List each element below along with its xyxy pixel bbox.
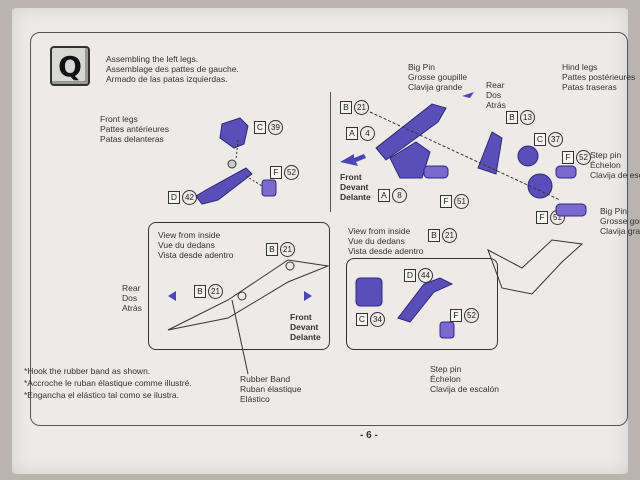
hind-legs-es: Patas traseras [562, 82, 617, 92]
rear-top-es: Atrás [486, 100, 506, 110]
arrow-icon [168, 92, 474, 301]
big-pin-right-en: Big Pin [600, 206, 627, 216]
note-fr: *Accroche le ruban élastique comme illus… [24, 378, 192, 388]
front-inset-fr: Devant [290, 322, 319, 332]
step-letter: Q [58, 50, 82, 83]
front-mid-en: Front [340, 172, 362, 182]
page-number: - 6 - [360, 430, 378, 441]
front-inset-es: Delante [290, 332, 321, 342]
rear-top-fr: Dos [486, 90, 502, 100]
hind-leg-parts-icon [369, 103, 587, 217]
inside-view-left-en: View from inside [158, 230, 221, 240]
inside-view-right-es: Vista desde adentro [348, 246, 424, 256]
note-es: *Engancha el elástico tal como se ilustr… [24, 390, 179, 400]
step-pin-bottom-fr: Échelon [430, 374, 461, 384]
hind-legs-en: Hind legs [562, 62, 598, 72]
front-mid-es: Delante [340, 192, 371, 202]
inset-parts-icon [355, 277, 455, 339]
rubber-band-en: Rubber Band [240, 374, 291, 384]
rear-left-fr: Dos [122, 293, 138, 303]
step-pin-right-fr: Échelon [590, 160, 621, 170]
big-pin-top-es: Clavija grande [408, 82, 463, 92]
instruction-frame [30, 32, 628, 426]
step-title-en: Assembling the left legs. [106, 54, 199, 64]
leg-frame-icon [167, 239, 584, 375]
step-pin-bottom-es: Clavija de escalón [430, 384, 499, 394]
divider-line [330, 92, 331, 212]
front-leg-parts-icon [195, 117, 277, 205]
big-pin-right-fr: Grosse goupille [600, 216, 640, 226]
rubber-band-es: Elástico [240, 394, 270, 404]
inside-view-left-es: Vista desde adentro [158, 250, 234, 260]
big-pin-top-en: Big Pin [408, 62, 435, 72]
step-pin-right-en: Step pin [590, 150, 622, 160]
inside-view-right-en: View from inside [348, 226, 411, 236]
step-pin-bottom-en: Step pin [430, 364, 462, 374]
step-title-es: Armado de las patas izquierdas. [106, 74, 228, 84]
rubber-band-fr: Ruban élastique [240, 384, 302, 394]
big-pin-right-es: Clavija grande [600, 226, 640, 236]
rear-left-es: Atrás [122, 303, 142, 313]
inside-view-left-fr: Vue du dedans [158, 240, 215, 250]
manual-page [12, 8, 628, 474]
hind-legs-fr: Pattes postérieures [562, 72, 636, 82]
front-legs-fr: Pattes antérieures [100, 124, 169, 134]
rear-left-en: Rear [122, 283, 141, 293]
note-en: *Hook the rubber band as shown. [24, 366, 151, 376]
front-inset-en: Front [290, 312, 312, 322]
front-legs-en: Front legs [100, 114, 138, 124]
step-pin-right-es: Clavija de escalón [590, 170, 640, 180]
inside-view-inset-left [148, 222, 330, 350]
front-mid-fr: Devant [340, 182, 369, 192]
step-title-fr: Assemblage des pattes de gauche. [106, 64, 239, 74]
big-pin-top-fr: Grosse goupille [408, 72, 468, 82]
inside-view-inset-right [346, 258, 498, 350]
front-legs-es: Patas delanteras [100, 134, 164, 144]
rear-top-en: Rear [486, 80, 505, 90]
inside-view-right-fr: Vue du dedans [348, 236, 405, 246]
step-badge: Q [50, 46, 90, 86]
